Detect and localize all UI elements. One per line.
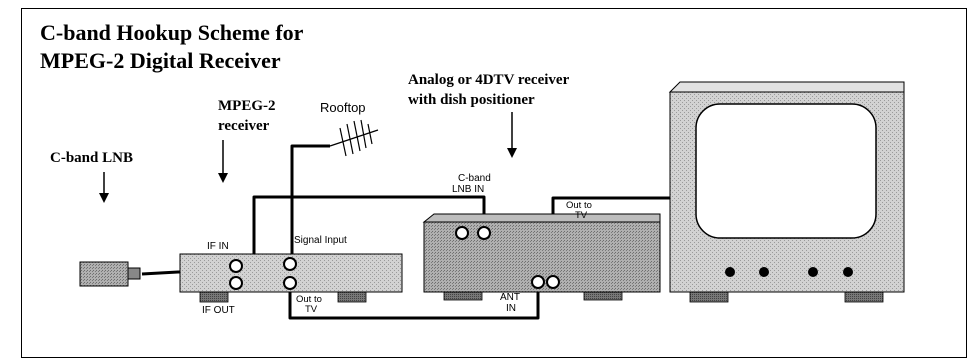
arrow-mpeg2	[218, 140, 228, 183]
out-to-tv-2-line-1: Out to	[566, 200, 592, 211]
tv-knob-1	[725, 267, 735, 277]
ant-in-line-1: ANT	[500, 292, 520, 303]
cband-lnb-device	[79, 261, 141, 287]
arrow-analog	[507, 112, 517, 158]
if-out-connector	[229, 276, 243, 290]
out-to-tv-connector-analog	[546, 275, 560, 289]
mpeg2-label-line-2: receiver	[218, 118, 270, 134]
television-device	[668, 81, 905, 303]
analog-label-line-2: with dish positioner	[408, 92, 535, 108]
title-line-2: MPEG-2 Digital Receiver	[40, 48, 281, 73]
cband-lnb-label: C-band LNB	[50, 150, 133, 166]
out-to-tv-1-line-2: TV	[305, 304, 318, 315]
analog-label-line-1: Analog or 4DTV receiver	[408, 72, 570, 88]
signal-input-connector	[283, 257, 297, 271]
tv-knob-3	[808, 267, 818, 277]
outer-frame	[21, 8, 967, 358]
rooftop-antenna-icon	[329, 119, 379, 157]
ant-in-line-2: IN	[506, 303, 516, 314]
cband-lnb-in-line-2: LNB IN	[452, 184, 484, 195]
tv-knob-4	[843, 267, 853, 277]
lnb-in-connector-left	[455, 226, 469, 240]
title-line-1: C-band Hookup Scheme for	[40, 20, 304, 45]
out-to-tv-connector-mpeg2	[283, 276, 297, 290]
ant-in-connector	[531, 275, 545, 289]
cband-lnb-in-connector	[477, 226, 491, 240]
if-in-connector	[229, 259, 243, 273]
out-to-tv-2-line-2: TV	[575, 210, 588, 221]
mpeg2-label-line-1: MPEG-2	[218, 98, 276, 114]
if-in-label: IF IN	[207, 241, 229, 252]
tv-screen	[695, 103, 877, 239]
signal-input-label: Signal Input	[294, 235, 347, 246]
out-to-tv-1-line-1: Out to	[296, 294, 322, 305]
tv-knob-2	[759, 267, 769, 277]
if-out-label: IF OUT	[202, 305, 235, 316]
rooftop-label: Rooftop	[320, 100, 366, 115]
cband-lnb-in-line-1: C-band	[458, 173, 491, 184]
arrow-cband-lnb	[99, 172, 109, 203]
